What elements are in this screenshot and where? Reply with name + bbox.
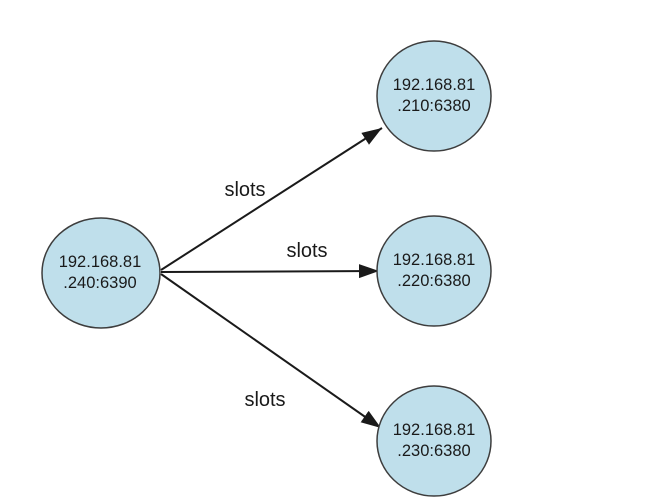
edge-arrow-240-to-220 xyxy=(160,264,380,279)
node-circle xyxy=(376,40,492,152)
node-192-168-81-230: 192.168.81 .230:6380 xyxy=(376,385,492,497)
node-label-line2: .230:6380 xyxy=(397,442,470,460)
edge-arrow-240-to-210 xyxy=(160,127,383,271)
edge-label-slots-1: slots xyxy=(224,179,265,201)
node-label-line2: .210:6380 xyxy=(397,97,470,115)
edge-label-slots-2: slots xyxy=(286,240,327,262)
edges-layer: slots slots slots xyxy=(160,127,383,429)
node-circle xyxy=(376,215,492,327)
nodes-layer: 192.168.81 .240:6390 192.168.81 .210:638… xyxy=(41,40,492,497)
node-label-line2: .220:6380 xyxy=(397,272,470,290)
node-192-168-81-220: 192.168.81 .220:6380 xyxy=(376,215,492,327)
node-192-168-81-240: 192.168.81 .240:6390 xyxy=(41,217,161,329)
edge-label-slots-3: slots xyxy=(244,389,285,411)
edge-arrow-240-to-230 xyxy=(160,273,382,429)
node-label-line1: 192.168.81 xyxy=(59,253,142,271)
node-label-line1: 192.168.81 xyxy=(393,421,476,439)
node-192-168-81-210: 192.168.81 .210:6380 xyxy=(376,40,492,152)
node-label-line2: .240:6390 xyxy=(63,274,136,292)
node-circle xyxy=(376,385,492,497)
node-label-line1: 192.168.81 xyxy=(393,251,476,269)
node-label-line1: 192.168.81 xyxy=(393,76,476,94)
node-circle xyxy=(41,217,161,329)
